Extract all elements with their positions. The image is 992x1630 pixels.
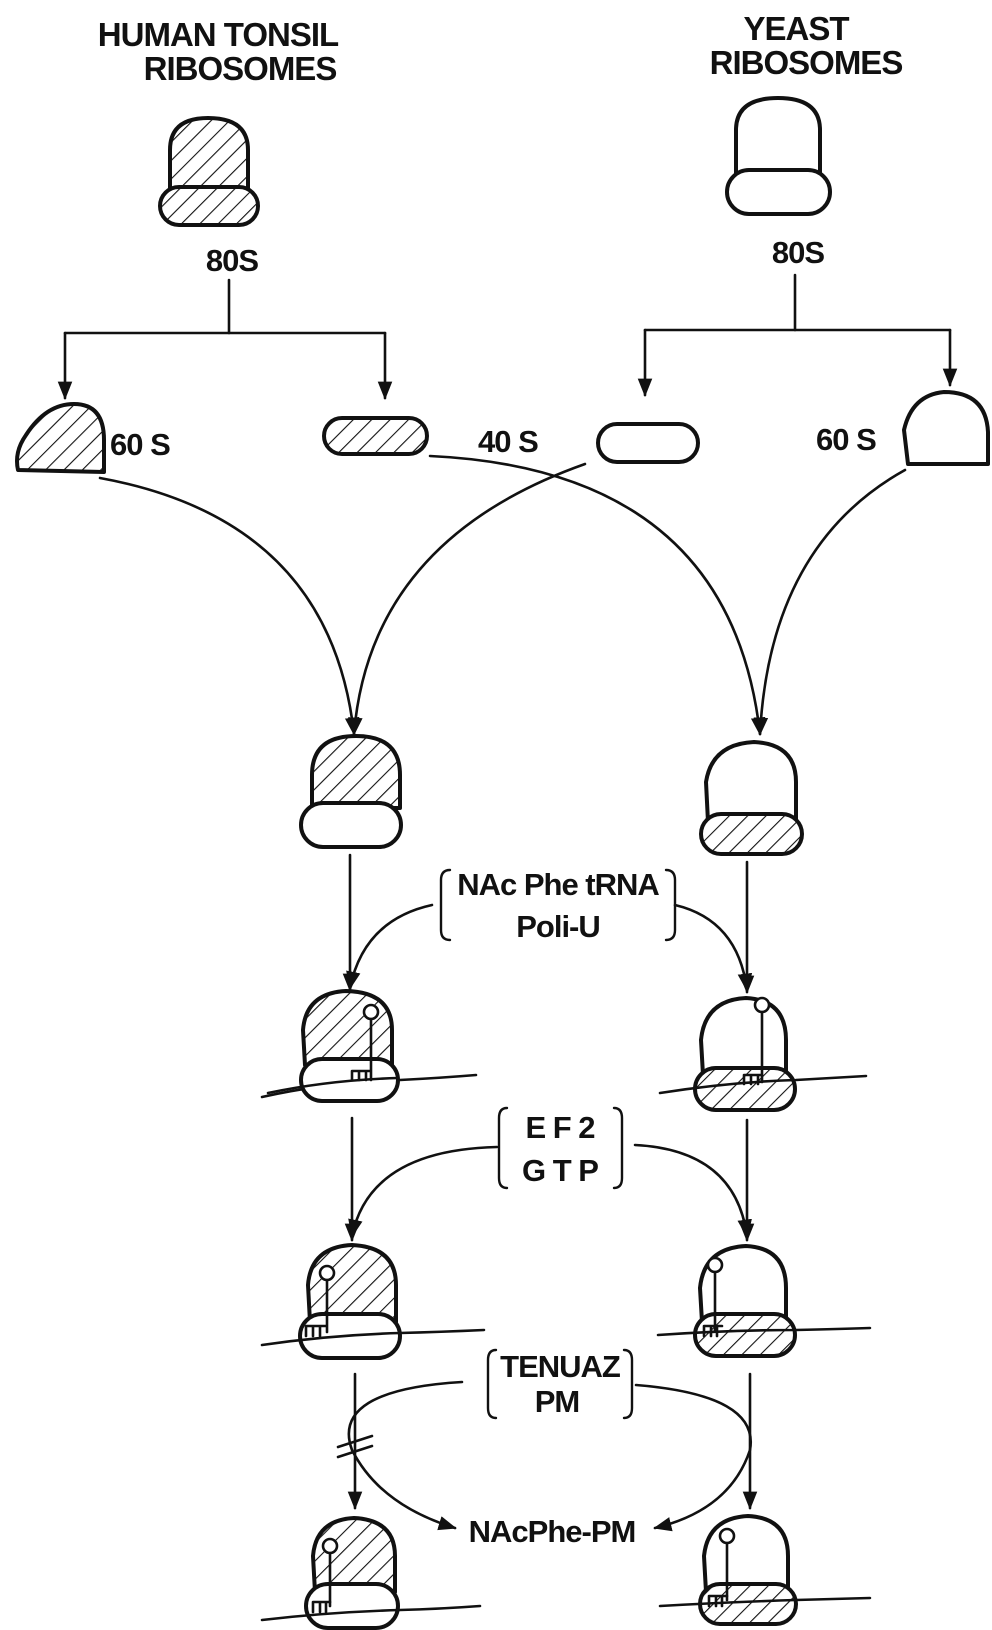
yeast-title-line1: YEAST [743,10,849,47]
inhibition-step-braces [486,1348,634,1420]
yeast-60s-label: 60 S [816,422,876,457]
recombination-arrows [98,454,907,736]
human60-complex-p-site [260,1243,486,1360]
hybrid-ribosome-human60-yeast40 [299,734,403,849]
human-dissociation-arrows [57,278,393,400]
human-title-line1: HUMAN TONSIL [98,16,339,53]
binding-step-line2: Poli-U [516,909,600,944]
yeast-80s-label: 80S [772,235,824,270]
human60-complex-a-site [260,989,478,1103]
human-60s-label: 60 S [110,427,170,462]
product-label: NAcPhe-PM [469,1514,636,1549]
binding-step-braces [439,868,677,942]
translocation-step-arrows [344,1116,755,1242]
translocation-step-line1: E F 2 [525,1110,594,1145]
yeast-dissociation-arrows [637,273,958,397]
yeast-80s-ribosome [725,96,832,216]
hybrid-ribosome-yeast60-human40 [699,740,804,856]
yeast-60s-subunit [902,390,990,466]
human60-complex-final [260,1516,482,1630]
binding-step-arrows [342,853,755,994]
yeast60-complex-a-site [658,996,868,1112]
shared-40s-label: 40 S [478,424,538,459]
human-80s-ribosome [158,116,260,227]
binding-step-line1: NAc Phe tRNA [457,867,659,902]
yeast-title-line2: RIBOSOMES [710,44,903,81]
yeast-40s-subunit [596,422,700,464]
human-60s-subunit [15,402,106,474]
human-40s-subunit [322,416,429,456]
yeast60-complex-p-site [656,1244,872,1358]
human-title-line2: RIBOSOMES [144,50,337,87]
blocked-marker [336,1434,374,1459]
inhibition-step-line2: PM [535,1384,580,1419]
human-80s-label: 80S [206,243,258,278]
inhibition-step-line1: TENUAZ [500,1349,621,1384]
translocation-step-braces [497,1106,624,1190]
yeast60-complex-final [658,1514,872,1626]
translocation-step-line2: G T P [522,1153,598,1188]
